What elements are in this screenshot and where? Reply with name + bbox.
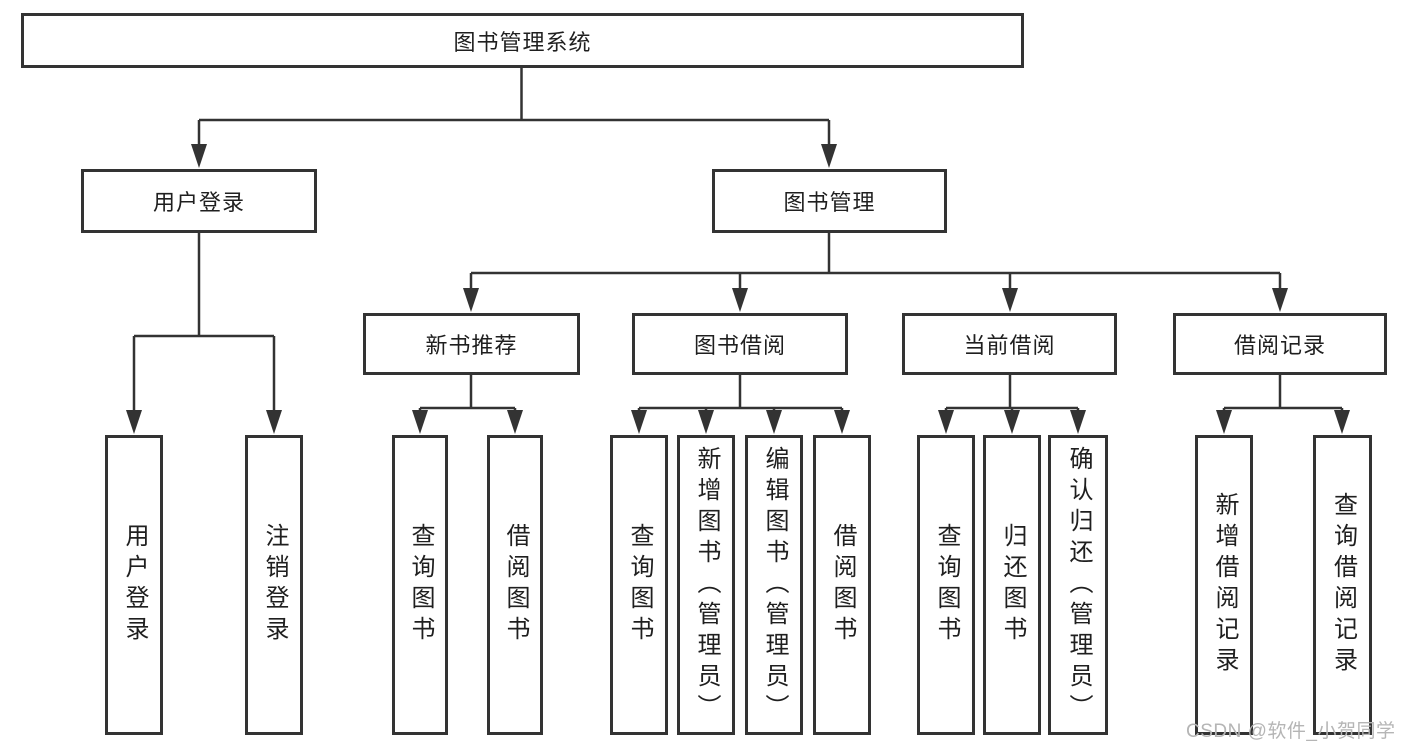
leaf-query-books-2: 查询图书 [610, 435, 668, 735]
leaf-borrow-books-2-label: 借阅图书 [829, 523, 856, 647]
leaf-add-borrow-record-label: 新增借阅记录 [1211, 492, 1238, 678]
node-book-management-label: 图书管理 [783, 190, 876, 215]
leaf-edit-books-admin-label: 编辑图书（管理员） [761, 445, 788, 725]
leaf-add-books-admin-label: 新增图书（管理员） [693, 445, 720, 725]
leaf-query-borrow-record-label: 查询借阅记录 [1329, 492, 1357, 678]
leaf-confirm-return-admin: 确认归还（管理员） [1048, 435, 1108, 735]
node-current-borrowing-label: 当前借阅 [963, 333, 1056, 358]
node-book-borrowing-label: 图书借阅 [693, 333, 786, 358]
leaf-logout-label: 注销登录 [261, 523, 288, 647]
leaf-borrow-books-1-label: 借阅图书 [502, 523, 529, 647]
node-current-borrowing: 当前借阅 [902, 313, 1117, 375]
leaf-query-books-3-label: 查询图书 [933, 523, 960, 647]
node-borrowing-records: 借阅记录 [1173, 313, 1387, 375]
node-book-borrowing: 图书借阅 [632, 313, 848, 375]
leaf-query-books-2-label: 查询图书 [626, 523, 653, 647]
leaf-logout: 注销登录 [245, 435, 303, 735]
node-user-login-label: 用户登录 [152, 190, 245, 215]
leaf-query-books-1: 查询图书 [392, 435, 448, 735]
node-borrowing-records-label: 借阅记录 [1233, 333, 1326, 358]
leaf-return-books: 归还图书 [983, 435, 1041, 735]
leaf-add-borrow-record: 新增借阅记录 [1195, 435, 1253, 735]
node-user-login: 用户登录 [81, 169, 317, 233]
leaf-confirm-return-admin-label: 确认归还（管理员） [1065, 445, 1092, 725]
node-new-book-recommend-label: 新书推荐 [425, 333, 518, 358]
node-root: 图书管理系统 [21, 13, 1024, 68]
leaf-edit-books-admin: 编辑图书（管理员） [745, 435, 803, 735]
leaf-add-books-admin: 新增图书（管理员） [677, 435, 735, 735]
leaf-borrow-books-1: 借阅图书 [487, 435, 543, 735]
leaf-return-books-label: 归还图书 [999, 523, 1026, 647]
node-root-label: 图书管理系统 [453, 29, 592, 55]
leaf-user-login-label: 用户登录 [121, 523, 148, 647]
leaf-query-books-3: 查询图书 [917, 435, 975, 735]
leaf-query-books-1-label: 查询图书 [407, 523, 434, 647]
node-new-book-recommend: 新书推荐 [363, 313, 580, 375]
leaf-user-login: 用户登录 [105, 435, 163, 735]
node-book-management: 图书管理 [712, 169, 947, 233]
csdn-watermark: CSDN @软件_小贺同学 [1186, 721, 1396, 742]
leaf-query-borrow-record: 查询借阅记录 [1313, 435, 1372, 735]
leaf-borrow-books-2: 借阅图书 [813, 435, 871, 735]
